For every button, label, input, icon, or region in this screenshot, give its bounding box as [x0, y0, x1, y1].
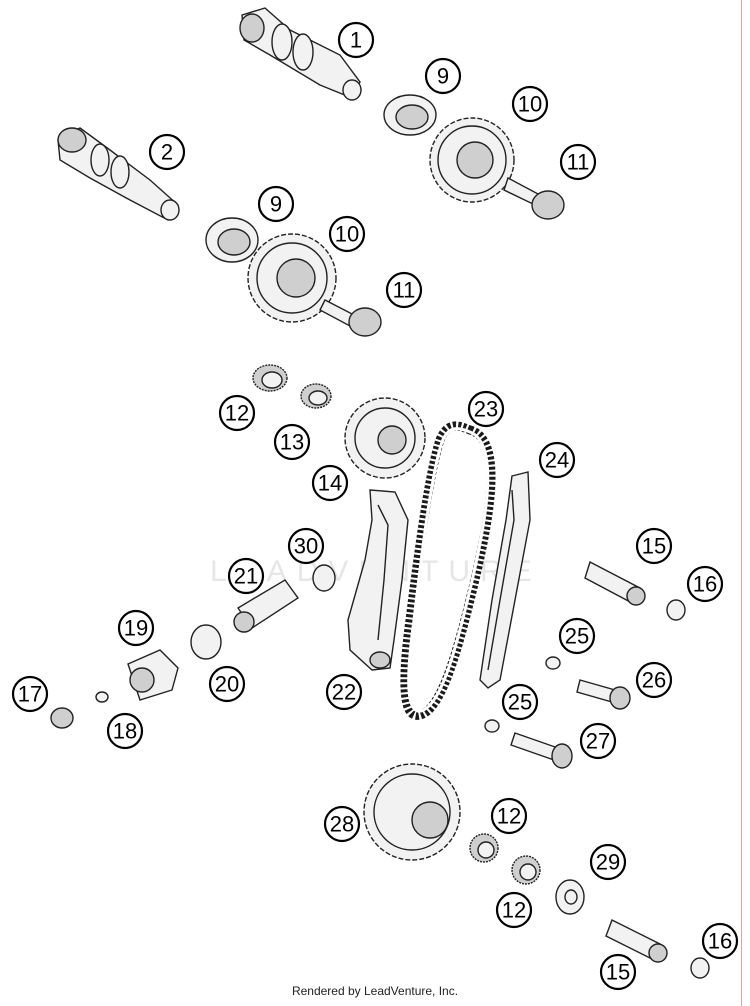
callout-10: 10 [511, 85, 549, 123]
svg-text:10: 10 [518, 92, 542, 117]
o-ring-30 [312, 564, 336, 592]
svg-text:25: 25 [508, 690, 532, 715]
svg-text:23: 23 [474, 397, 498, 422]
pin-15-upper [584, 560, 646, 606]
needle-bearing-12-lower-b [511, 855, 541, 885]
callout-19: 19 [117, 609, 155, 647]
chain-tensioner-21 [233, 579, 299, 633]
svg-text:9: 9 [437, 64, 449, 89]
callout-17: 17 [11, 675, 49, 713]
svg-text:29: 29 [596, 850, 620, 875]
bearing-9-lower [205, 217, 259, 263]
callout-18: 18 [106, 712, 144, 750]
svg-text:10: 10 [335, 222, 359, 247]
svg-text:1: 1 [350, 28, 362, 53]
sprocket-10-lower [247, 233, 337, 323]
callout-25: 25 [501, 683, 539, 721]
svg-text:16: 16 [693, 572, 717, 597]
callout-12: 12 [495, 891, 533, 929]
needle-bearing-12-upper [252, 364, 288, 392]
camshaft-2 [57, 127, 180, 221]
callout-24: 24 [538, 441, 576, 479]
callout-25: 25 [558, 617, 596, 655]
svg-text:27: 27 [586, 729, 610, 754]
svg-text:9: 9 [270, 192, 282, 217]
svg-text:26: 26 [642, 668, 666, 693]
svg-text:12: 12 [497, 804, 521, 829]
callout-14: 14 [311, 464, 349, 502]
callout-11: 11 [385, 271, 423, 309]
ring-16-upper [666, 599, 686, 621]
o-ring-20 [190, 624, 222, 660]
callout-16: 16 [701, 922, 739, 960]
svg-text:13: 13 [280, 430, 304, 455]
callout-30: 30 [287, 527, 325, 565]
tensioner-rail-22 [347, 489, 409, 671]
svg-text:17: 17 [18, 682, 42, 707]
callout-22: 22 [325, 673, 363, 711]
svg-text:18: 18 [113, 719, 137, 744]
svg-text:19: 19 [124, 616, 148, 641]
callout-13: 13 [273, 423, 311, 461]
page-edge-line [741, 0, 742, 1006]
callout-12: 12 [490, 797, 528, 835]
needle-bearing-13 [300, 383, 332, 409]
svg-text:12: 12 [502, 898, 526, 923]
bolt-11-upper [503, 176, 565, 220]
pin-15-lower [605, 919, 668, 963]
gear-14 [344, 397, 426, 479]
callout-10: 10 [328, 215, 366, 253]
callout-12: 12 [218, 394, 256, 432]
washer-18 [95, 691, 109, 703]
callout-28: 28 [323, 805, 361, 843]
svg-text:12: 12 [225, 401, 249, 426]
callout-27: 27 [579, 722, 617, 760]
bolt-11-lower [319, 299, 382, 337]
timing-chain-23 [400, 421, 496, 720]
bearing-9-upper [383, 94, 437, 136]
camshaft-1 [239, 7, 362, 101]
svg-text:15: 15 [642, 534, 666, 559]
gear-28 [363, 763, 461, 861]
svg-text:16: 16 [708, 929, 732, 954]
svg-text:22: 22 [332, 680, 356, 705]
washer-25-lower [484, 719, 500, 733]
thrust-washer-29 [555, 879, 585, 915]
svg-text:11: 11 [393, 278, 416, 303]
ring-16-lower [690, 957, 710, 979]
callout-9: 9 [257, 185, 295, 223]
nut-17 [50, 707, 74, 729]
svg-text:30: 30 [294, 534, 318, 559]
callout-15: 15 [599, 953, 637, 991]
callout-15: 15 [635, 527, 673, 565]
callout-11: 11 [559, 143, 597, 181]
callout-20: 20 [208, 665, 246, 703]
sprocket-10-upper [429, 117, 515, 203]
callout-26: 26 [635, 661, 673, 699]
svg-text:28: 28 [330, 812, 354, 837]
chain-guide-24 [479, 471, 531, 689]
washer-25-upper [545, 656, 561, 670]
bolt-27 [510, 732, 573, 769]
svg-text:21: 21 [234, 564, 258, 589]
callout-2: 2 [148, 133, 186, 171]
callout-29: 29 [589, 843, 627, 881]
bolt-26 [576, 679, 631, 710]
screw-plug-19 [127, 649, 179, 701]
svg-text:11: 11 [567, 150, 590, 175]
needle-bearing-12-lower-a [469, 833, 499, 863]
callout-9: 9 [424, 57, 462, 95]
svg-text:24: 24 [545, 448, 569, 473]
callout-21: 21 [227, 557, 265, 595]
callout-23: 23 [467, 390, 505, 428]
svg-text:25: 25 [565, 624, 589, 649]
svg-text:20: 20 [215, 672, 239, 697]
callout-1: 1 [337, 21, 375, 59]
svg-text:15: 15 [606, 960, 630, 985]
svg-text:2: 2 [161, 140, 173, 165]
callout-16: 16 [686, 565, 724, 603]
svg-text:14: 14 [318, 471, 342, 496]
footer-credit: Rendered by LeadVenture, Inc. [291, 984, 459, 998]
